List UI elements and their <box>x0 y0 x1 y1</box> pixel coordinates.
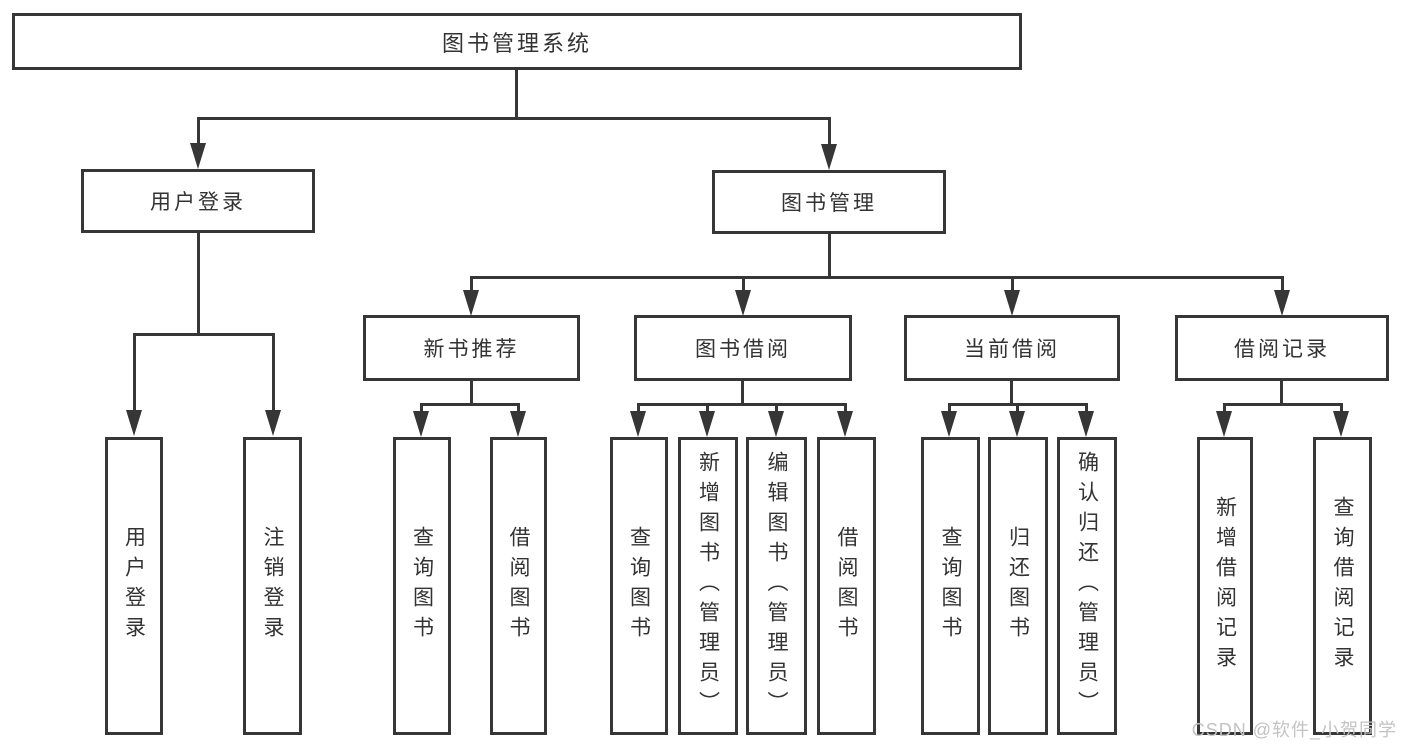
connector-book-borrow-stem <box>741 381 744 406</box>
leaf-label: 查询图书 <box>939 526 962 646</box>
leaf-label: 编辑图书（管理员） <box>765 451 788 721</box>
connector-drop <box>1281 276 1284 292</box>
connector-borrow-records-stem <box>1280 381 1283 406</box>
leaf-return-book: 归还图书 <box>988 437 1048 735</box>
arrow-down-icon <box>699 411 715 437</box>
node-current-borrow: 当前借阅 <box>904 315 1120 381</box>
connector-user-login-bar <box>133 333 275 336</box>
node-user-login: 用户登录 <box>81 169 315 233</box>
leaf-user-login: 用户登录 <box>105 437 163 735</box>
leaf-borrow-books: 借阅图书 <box>817 437 876 735</box>
connector-drop <box>517 403 520 413</box>
connector-drop <box>1011 276 1014 292</box>
arrow-down-icon <box>1004 290 1020 316</box>
connector-drop <box>706 403 709 413</box>
arrow-down-icon <box>837 411 853 437</box>
leaf-edit-book-admin: 编辑图书（管理员） <box>746 437 807 735</box>
leaf-confirm-return-admin: 确认归还（管理员） <box>1057 437 1117 735</box>
connector-book-mgmt-stem <box>828 234 831 279</box>
arrow-down-icon <box>821 144 837 170</box>
arrow-down-icon <box>1078 411 1094 437</box>
arrow-down-icon <box>510 411 526 437</box>
connector-user-login-stem <box>197 233 200 335</box>
connector-drop <box>420 403 423 413</box>
connector-drop <box>775 403 778 413</box>
arrow-down-icon <box>735 290 751 316</box>
node-book-management: 图书管理 <box>712 170 946 234</box>
leaf-label: 新增借阅记录 <box>1213 496 1237 676</box>
connector-root-bar <box>197 117 831 120</box>
csdn-watermark: CSDN @软件_小贺同学 <box>1191 720 1397 740</box>
arrow-down-icon <box>126 410 142 436</box>
connector-new-recommend-bar <box>420 403 520 406</box>
connector-drop <box>637 403 640 413</box>
arrow-down-icon <box>190 143 206 169</box>
node-library-system: 图书管理系统 <box>12 13 1022 70</box>
arrow-down-icon <box>941 411 957 437</box>
connector-drop <box>742 276 745 292</box>
connector-book-mgmt-bar <box>470 276 1284 279</box>
node-new-book-recommend: 新书推荐 <box>363 315 580 381</box>
connector-drop <box>844 403 847 413</box>
connector-drop <box>948 403 951 413</box>
leaf-label: 新增图书（管理员） <box>696 451 720 721</box>
connector-current-borrow-stem <box>1010 381 1013 406</box>
leaf-label: 用户登录 <box>122 526 146 646</box>
connector-drop <box>1340 403 1343 413</box>
arrow-down-icon <box>768 411 784 437</box>
arrow-down-icon <box>1216 411 1232 437</box>
leaf-add-book-admin: 新增图书（管理员） <box>678 437 738 735</box>
leaf-label: 确认归还（管理员） <box>1075 451 1099 721</box>
leaf-query-books-recommend: 查询图书 <box>393 437 451 735</box>
leaf-label: 注销登录 <box>261 526 284 646</box>
connector-drop <box>828 117 831 144</box>
leaf-label: 查询图书 <box>627 526 651 646</box>
connector-drop <box>1085 403 1088 413</box>
connector-new-recommend-stem <box>470 381 473 406</box>
leaf-label: 借阅图书 <box>835 526 858 646</box>
node-borrow-records: 借阅记录 <box>1175 315 1389 381</box>
arrow-down-icon <box>1274 290 1290 316</box>
leaf-add-borrow-record: 新增借阅记录 <box>1197 437 1253 735</box>
connector-book-borrow-bar <box>637 403 847 406</box>
node-book-borrow: 图书借阅 <box>634 315 852 381</box>
leaf-label: 查询借阅记录 <box>1331 496 1354 676</box>
connector-drop <box>1016 403 1019 413</box>
leaf-label: 归还图书 <box>1006 526 1030 646</box>
arrow-down-icon <box>463 290 479 316</box>
connector-drop <box>1223 403 1226 413</box>
connector-drop <box>470 276 473 292</box>
leaf-logout: 注销登录 <box>243 437 302 735</box>
arrow-down-icon <box>630 411 646 437</box>
leaf-query-borrow-record: 查询借阅记录 <box>1313 437 1372 735</box>
connector-root-stem <box>515 70 518 120</box>
leaf-label: 查询图书 <box>410 526 434 646</box>
connector-drop <box>197 117 200 144</box>
connector-borrow-records-bar <box>1223 403 1343 406</box>
leaf-query-books-borrow: 查询图书 <box>610 437 668 735</box>
arrow-down-icon <box>413 411 429 437</box>
leaf-borrow-books-recommend: 借阅图书 <box>490 437 547 735</box>
leaf-label: 借阅图书 <box>507 526 530 646</box>
arrow-down-icon <box>265 410 281 436</box>
arrow-down-icon <box>1333 411 1349 437</box>
connector-drop <box>133 333 136 411</box>
arrow-down-icon <box>1009 411 1025 437</box>
connector-drop <box>272 333 275 411</box>
leaf-query-books-current: 查询图书 <box>921 437 980 735</box>
